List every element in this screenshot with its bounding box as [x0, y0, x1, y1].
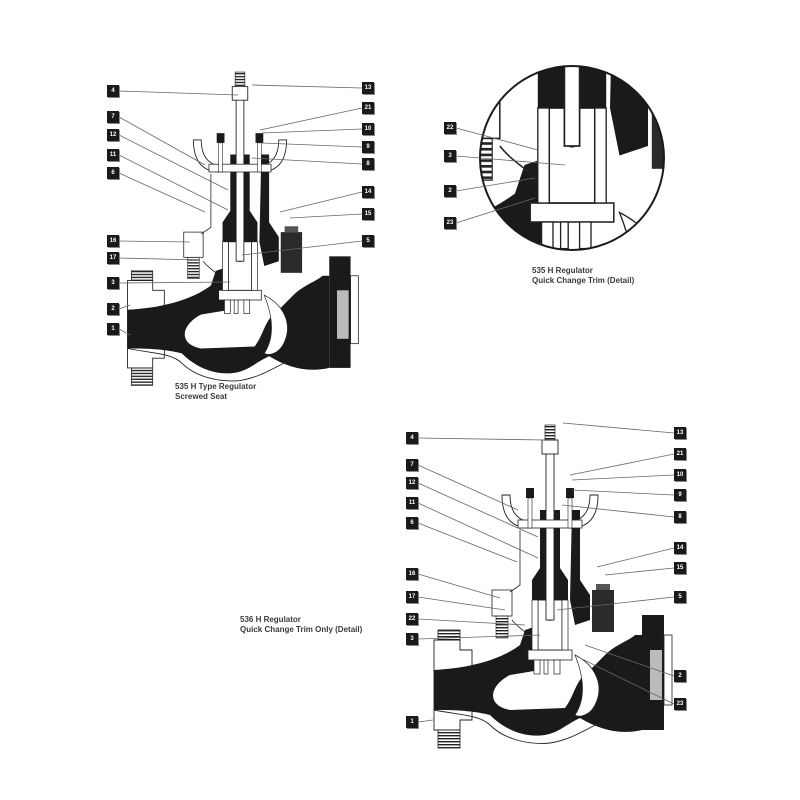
callout-6: 6 [406, 517, 418, 529]
leader-line [561, 504, 675, 518]
callout-12: 12 [406, 477, 418, 489]
callout-11: 11 [406, 497, 418, 509]
callout-2: 2 [444, 185, 456, 197]
caption-line-1: 536 H Regulator [240, 615, 301, 624]
callout-23: 23 [674, 698, 686, 710]
callout-15: 15 [362, 208, 374, 220]
callout-3: 3 [107, 277, 119, 289]
callout-8: 8 [674, 511, 686, 523]
leader-line [279, 191, 363, 213]
leader-line [417, 596, 506, 611]
figure-536h-quick-change-trim [433, 424, 673, 749]
callout-22: 22 [444, 122, 456, 134]
leader-line [571, 489, 675, 496]
callout-4: 4 [107, 85, 119, 97]
leader-line [118, 257, 201, 261]
callout-23: 23 [444, 217, 456, 229]
callout-9: 9 [362, 141, 374, 153]
leader-line [261, 128, 363, 134]
caption-535h-detail: 535 H Regulator Quick Change Trim (Detai… [532, 266, 634, 286]
callout-13: 13 [674, 427, 686, 439]
leader-line [584, 644, 675, 677]
callout-22: 22 [406, 613, 418, 625]
leader-line [579, 657, 675, 705]
leader-line [455, 127, 539, 151]
callout-14: 14 [362, 186, 374, 198]
figure-535h-screwed-seat [126, 71, 359, 386]
leader-line [417, 482, 539, 538]
callout-15: 15 [674, 562, 686, 574]
leader-line [118, 172, 206, 213]
callout-8: 8 [362, 158, 374, 170]
leader-line [604, 567, 675, 576]
leader-line [241, 240, 363, 256]
callout-1: 1 [406, 716, 418, 728]
caption-line-1: 535 H Regulator [532, 266, 593, 275]
leader-line [562, 422, 675, 434]
caption-535h-screwed: 535 H Type Regulator Screwed Seat [175, 382, 256, 402]
leader-line [261, 142, 363, 148]
leader-line [259, 107, 363, 131]
callout-5: 5 [362, 235, 374, 247]
leader-line [417, 502, 539, 559]
figure-535h-quick-change-detail [479, 65, 665, 251]
leader-line [417, 634, 541, 640]
callout-2: 2 [107, 303, 119, 315]
callout-2: 2 [674, 670, 686, 682]
leader-line [118, 281, 231, 284]
leader-line [118, 328, 131, 336]
leader-lines [118, 84, 675, 723]
leader-line [251, 157, 363, 165]
caption-line-2: Quick Change Trim (Detail) [532, 276, 635, 285]
caption-line-1: 535 H Type Regulator [175, 382, 257, 391]
leader-line [118, 116, 206, 166]
callout-10: 10 [362, 123, 374, 135]
callout-17: 17 [406, 591, 418, 603]
leader-line [118, 134, 229, 191]
callout-3: 3 [406, 633, 418, 645]
caption-line-2: Screwed Seat [175, 392, 228, 401]
leader-line [289, 213, 363, 219]
leader-line [417, 618, 526, 626]
callout-1: 1 [107, 323, 119, 335]
callout-5: 5 [674, 591, 686, 603]
leader-line [569, 453, 675, 476]
leader-line [596, 547, 675, 568]
callout-10: 10 [674, 469, 686, 481]
leader-line [118, 240, 191, 243]
callout-21: 21 [362, 102, 374, 114]
callout-21: 21 [674, 448, 686, 460]
leader-line [118, 154, 229, 211]
callout-13: 13 [362, 82, 374, 94]
callout-16: 16 [107, 235, 119, 247]
leader-line [417, 719, 434, 723]
leader-line [455, 177, 536, 192]
caption-line-2: Quick Change Trim Only (Detail) [240, 625, 363, 634]
leader-line [118, 90, 239, 96]
leader-line [417, 437, 546, 441]
leader-line [455, 197, 536, 224]
leader-line [556, 596, 675, 611]
caption-536h-detail: 536 H Regulator Quick Change Trim Only (… [240, 615, 362, 635]
leader-line [455, 155, 566, 166]
callout-7: 7 [107, 111, 119, 123]
leader-line [417, 522, 518, 563]
callout-9: 9 [674, 489, 686, 501]
callout-17: 17 [107, 252, 119, 264]
leader-line [118, 304, 131, 310]
leader-line [417, 464, 519, 511]
callout-7: 7 [406, 459, 418, 471]
callout-12: 12 [107, 129, 119, 141]
leader-line [571, 474, 675, 481]
leader-line [417, 573, 501, 599]
leader-line [251, 84, 363, 89]
callout-4: 4 [406, 432, 418, 444]
callout-14: 14 [674, 542, 686, 554]
callout-3: 3 [444, 150, 456, 162]
callout-11: 11 [107, 149, 119, 161]
callout-16: 16 [406, 568, 418, 580]
callout-6: 6 [107, 167, 119, 179]
